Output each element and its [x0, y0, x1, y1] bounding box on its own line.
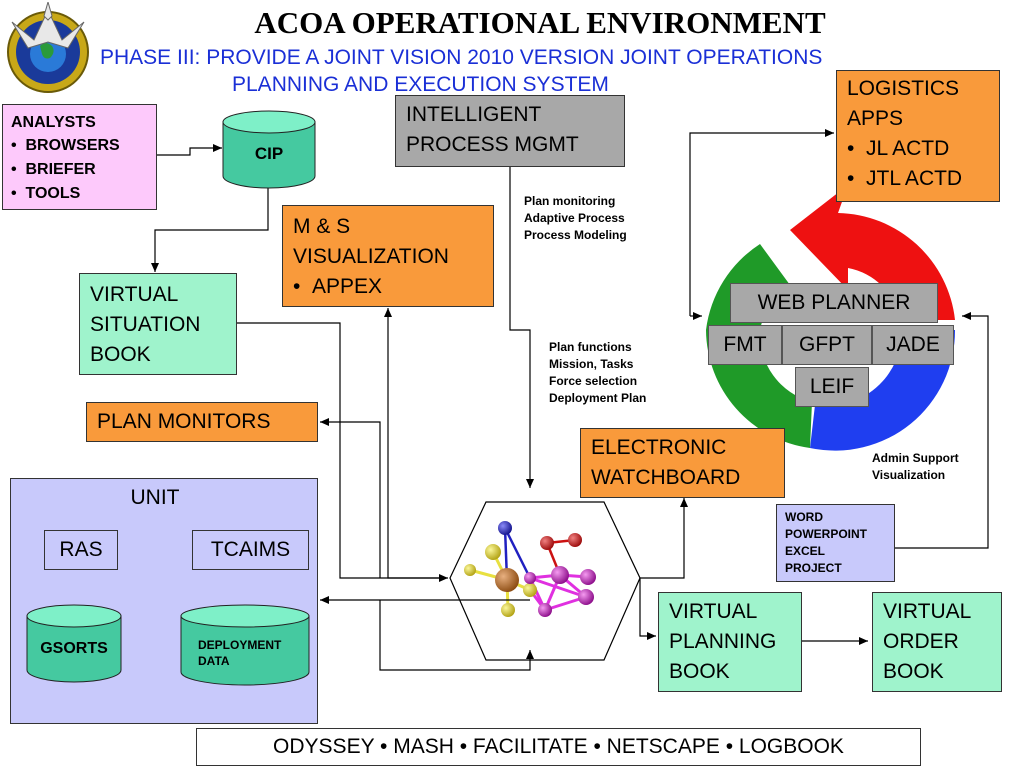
deployment-data-database-icon — [180, 604, 310, 686]
note-line: Admin Support — [872, 451, 959, 465]
note-line: Deployment Plan — [549, 391, 647, 405]
ras-box: RAS — [44, 530, 118, 570]
note-line: Mission, Tasks — [549, 357, 634, 371]
note-line: Process Modeling — [524, 228, 627, 242]
list-item: WORD — [785, 510, 823, 524]
web-planner-box: WEB PLANNER — [730, 283, 938, 323]
list-item: JL ACTD — [847, 134, 989, 164]
box-label: ORDER — [883, 630, 959, 653]
leif-box: LEIF — [795, 367, 869, 407]
virtual-situation-book-box: VIRTUAL SITUATION BOOK — [79, 273, 237, 375]
box-label: INTELLIGENT — [406, 103, 542, 126]
note-line: Adaptive Process — [524, 211, 625, 225]
analysts-heading: ANALYSTS — [11, 114, 96, 131]
deployment-data-label: DEPLOYMENT DATA — [198, 637, 308, 669]
box-label: VIRTUAL — [669, 600, 758, 623]
office-tools-box: WORD POWERPOINT EXCEL PROJECT — [776, 504, 895, 582]
hexagon-hub — [449, 501, 641, 661]
box-label: BOOK — [90, 343, 151, 366]
note-line: Force selection — [549, 374, 638, 388]
box-label: VIRTUAL — [90, 283, 179, 306]
note-line: Plan monitoring — [524, 194, 616, 208]
list-item: APPEX — [293, 272, 483, 302]
list-item: JTL ACTD — [847, 164, 989, 194]
ms-visualization-list: APPEX — [293, 272, 483, 302]
plan-functions-notes: Plan functions Mission, Tasks Force sele… — [549, 339, 699, 407]
list-item: BRIEFER — [11, 158, 148, 182]
plan-monitors-box: PLAN MONITORS — [86, 402, 318, 442]
plan-monitoring-notes: Plan monitoring Adaptive Process Process… — [524, 193, 694, 244]
gfpt-box: GFPT — [782, 325, 872, 365]
analysts-list: BROWSERS BRIEFER TOOLS — [11, 134, 148, 206]
logistics-apps-box: LOGISTICS APPS JL ACTD JTL ACTD — [836, 70, 1000, 202]
box-label: DEPLOYMENT — [198, 638, 282, 652]
box-label: VISUALIZATION — [293, 245, 449, 268]
box-label: BOOK — [669, 660, 730, 683]
box-label: WATCHBOARD — [591, 466, 741, 489]
list-item: EXCEL — [785, 544, 826, 558]
fmt-box: FMT — [708, 325, 782, 365]
box-label: LOGISTICS — [847, 77, 960, 100]
box-label: SITUATION — [90, 313, 201, 336]
electronic-watchboard-box: ELECTRONIC WATCHBOARD — [580, 428, 785, 498]
virtual-planning-book-box: VIRTUAL PLANNING BOOK — [658, 592, 802, 692]
box-label: BOOK — [883, 660, 944, 683]
box-label: ELECTRONIC — [591, 436, 727, 459]
gsorts-database-icon — [26, 604, 122, 683]
gsorts-label: GSORTS — [40, 640, 108, 657]
list-item: BROWSERS — [11, 134, 148, 158]
note-line: Visualization — [872, 468, 946, 482]
box-label: PROCESS MGMT — [406, 133, 579, 156]
box-label: DATA — [198, 654, 230, 668]
cip-label: CIP — [254, 144, 284, 163]
page-title: ACOA OPERATIONAL ENVIRONMENT — [254, 5, 826, 40]
molecule-icon — [464, 521, 596, 617]
unit-label: UNIT — [130, 486, 180, 509]
footer-tools-bar: ODYSSEY • MASH • FACILITATE • NETSCAPE •… — [196, 728, 921, 766]
intelligent-process-box: INTELLIGENT PROCESS MGMT — [395, 95, 625, 167]
box-label: APPS — [847, 107, 904, 130]
seal-logo-icon — [7, 2, 89, 93]
box-label: M & S — [293, 215, 351, 238]
ms-visualization-box: M & S VISUALIZATION APPEX — [282, 205, 494, 307]
logistics-list: JL ACTD JTL ACTD — [847, 134, 989, 194]
tcaims-box: TCAIMS — [192, 530, 309, 570]
list-item: PROJECT — [785, 561, 842, 575]
note-line: Plan functions — [549, 340, 632, 354]
list-item: TOOLS — [11, 182, 148, 206]
box-label: PLANNING — [669, 630, 777, 653]
jade-box: JADE — [872, 325, 954, 365]
analysts-box: ANALYSTS BROWSERS BRIEFER TOOLS — [2, 104, 157, 210]
subtitle-line-2: PLANNING AND EXECUTION SYSTEM — [232, 73, 609, 96]
virtual-order-book-box: VIRTUAL ORDER BOOK — [872, 592, 1002, 692]
admin-support-notes: Admin Support Visualization — [872, 450, 1012, 484]
list-item: POWERPOINT — [785, 527, 868, 541]
box-label: VIRTUAL — [883, 600, 972, 623]
subtitle-line-1: PHASE III: PROVIDE A JOINT VISION 2010 V… — [100, 46, 823, 69]
cip-database-icon — [222, 110, 316, 189]
